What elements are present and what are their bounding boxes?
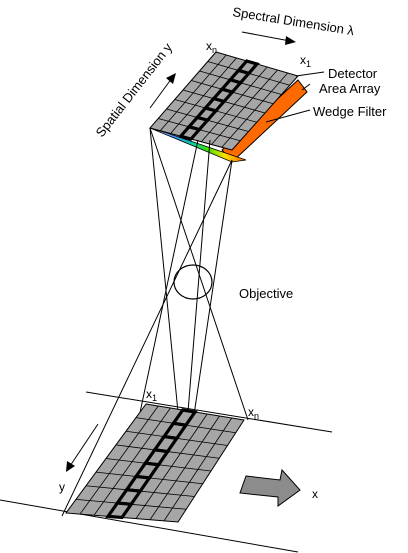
ground-scene-grid — [65, 403, 245, 523]
light-rays — [61, 127, 249, 523]
wedge-filter-label: Wedge Filter — [313, 104, 387, 119]
detector-area-array — [149, 51, 299, 151]
detector-grid-line — [221, 72, 289, 148]
ground-grid-line — [135, 413, 208, 519]
detector-grid-line — [211, 69, 278, 145]
objective-label: Objective — [239, 286, 293, 301]
flight-direction-arrow — [239, 468, 301, 507]
x-axis-label: x — [312, 487, 318, 501]
xn-bottom-label: xn — [248, 405, 259, 421]
detector-column-cell — [177, 125, 203, 141]
objective-lens — [173, 264, 213, 300]
detector-grid-line — [200, 66, 268, 143]
ground-grid-line — [149, 415, 220, 520]
detector-label: Detector — [328, 66, 378, 81]
x1-bottom-label: x1 — [146, 387, 157, 403]
label-leader-lines — [265, 71, 325, 123]
x1-top-label: x1 — [300, 53, 311, 69]
ground-grid-line — [163, 417, 233, 522]
xn-top-label: xn — [206, 39, 217, 55]
y-axis-label: y — [59, 480, 65, 494]
spatial-direction-arrow — [149, 73, 176, 109]
ground-y-arrow — [66, 423, 99, 472]
ground-swath-lines — [0, 391, 333, 553]
spectral-direction-arrow — [241, 31, 296, 45]
area-array-label: Area Array — [319, 81, 381, 96]
ground-column-cell — [105, 501, 135, 520]
